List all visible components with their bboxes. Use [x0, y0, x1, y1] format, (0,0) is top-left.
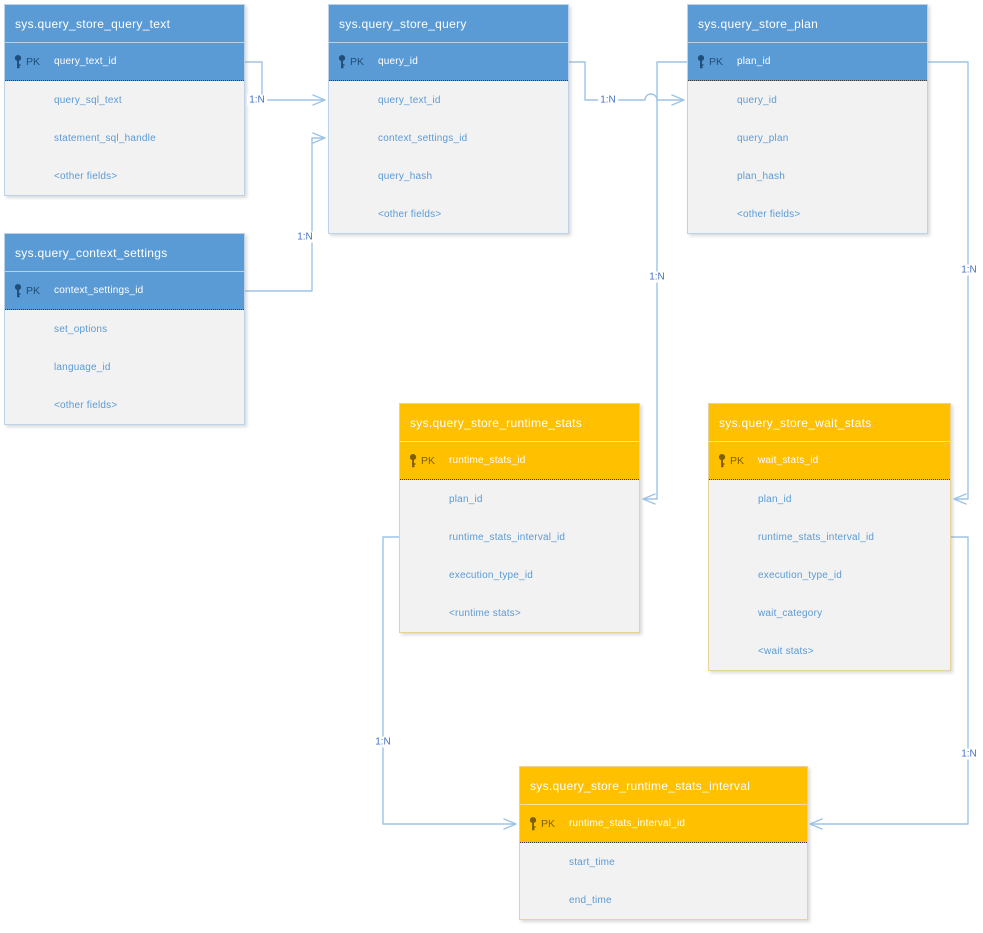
field-row: <runtime stats> — [449, 607, 521, 619]
primary-key-row: PK runtime_stats_interval_id — [520, 805, 807, 843]
cardinality-label: 1:N — [598, 94, 618, 106]
field-row: execution_type_id — [758, 569, 843, 581]
cardinality-label: 1:N — [959, 264, 979, 276]
table-title: sys.query_store_wait_stats — [709, 404, 950, 442]
cardinality-label: 1:N — [647, 271, 667, 283]
field-row: set_options — [54, 323, 108, 335]
table-fields: plan_id runtime_stats_interval_id execut… — [709, 480, 950, 670]
field-row: context_settings_id — [378, 132, 468, 144]
entity-query-store-plan: sys.query_store_plan PK plan_id query_id… — [687, 4, 928, 234]
pk-field-name: runtime_stats_id — [449, 455, 526, 466]
pk-tag: PK — [350, 55, 365, 68]
connector-plan-to-waitstats — [927, 61, 969, 505]
cardinality-label: 1:N — [959, 748, 979, 760]
table-title: sys.query_store_runtime_stats — [400, 404, 639, 442]
primary-key-row: PK query_text_id — [5, 43, 244, 81]
table-title: sys.query_context_settings — [5, 234, 244, 272]
key-icon — [13, 284, 24, 298]
table-title: sys.query_store_query_text — [5, 5, 244, 43]
field-row: <other fields> — [378, 208, 442, 220]
table-fields: start_time end_time — [520, 843, 807, 919]
field-row: <wait stats> — [758, 645, 814, 657]
field-row: plan_id — [449, 493, 483, 505]
pk-field-name: context_settings_id — [54, 285, 144, 296]
table-title-text: sys.query_store_runtime_stats_interval — [530, 778, 751, 793]
key-icon — [696, 55, 707, 69]
field-row: query_sql_text — [54, 94, 122, 106]
pk-field-name: query_text_id — [54, 56, 117, 67]
entity-query-store-runtime-stats-interval: sys.query_store_runtime_stats_interval P… — [519, 766, 808, 920]
field-row: <other fields> — [737, 208, 801, 220]
table-title-text: sys.query_store_plan — [698, 16, 819, 31]
primary-key-row: PK wait_stats_id — [709, 442, 950, 480]
key-icon — [13, 55, 24, 69]
field-row: query_text_id — [378, 94, 441, 106]
table-title: sys.query_store_query — [329, 5, 568, 43]
connector-query-to-plan — [568, 61, 685, 106]
field-row: <other fields> — [54, 170, 118, 182]
field-row: language_id — [54, 361, 111, 373]
field-row: start_time — [569, 856, 615, 868]
field-row: plan_id — [758, 493, 792, 505]
entity-query-store-query-text: sys.query_store_query_text PK query_text… — [4, 4, 245, 196]
field-row: statement_sql_handle — [54, 132, 156, 144]
pk-field-name: query_id — [378, 56, 418, 67]
field-row: query_plan — [737, 132, 789, 144]
field-row: query_id — [737, 94, 777, 106]
table-title: sys.query_store_plan — [688, 5, 927, 43]
field-row: end_time — [569, 894, 612, 906]
field-row: <other fields> — [54, 399, 118, 411]
table-fields: query_sql_text statement_sql_handle <oth… — [5, 81, 244, 195]
pk-tag: PK — [709, 55, 724, 68]
primary-key-row: PK runtime_stats_id — [400, 442, 639, 480]
field-row: wait_category — [758, 607, 823, 619]
field-row: query_hash — [378, 170, 433, 182]
table-title: sys.query_store_runtime_stats_interval — [520, 767, 807, 805]
connector-contextsettings-to-query — [244, 132, 326, 292]
cardinality-label: 1:N — [247, 94, 267, 106]
table-title-text: sys.query_store_wait_stats — [719, 415, 872, 430]
key-icon — [528, 817, 539, 831]
table-fields: set_options language_id <other fields> — [5, 310, 244, 424]
table-fields: query_id query_plan plan_hash <other fie… — [688, 81, 927, 233]
field-row: execution_type_id — [449, 569, 534, 581]
entity-query-store-runtime-stats: sys.query_store_runtime_stats PK runtime… — [399, 403, 640, 633]
key-icon — [717, 454, 728, 468]
primary-key-row: PK query_id — [329, 43, 568, 81]
table-title-text: sys.query_store_runtime_stats — [410, 415, 583, 430]
pk-field-name: wait_stats_id — [758, 455, 819, 466]
cardinality-label: 1:N — [373, 736, 393, 748]
table-title-text: sys.query_store_query — [339, 16, 467, 31]
pk-tag: PK — [730, 454, 745, 467]
field-row: runtime_stats_interval_id — [449, 531, 566, 543]
pk-tag: PK — [421, 454, 436, 467]
cardinality-label: 1:N — [295, 231, 315, 243]
entity-query-store-query: sys.query_store_query PK query_id query_… — [328, 4, 569, 234]
pk-field-name: runtime_stats_interval_id — [569, 818, 686, 829]
pk-tag: PK — [26, 55, 41, 68]
table-fields: query_text_id context_settings_id query_… — [329, 81, 568, 233]
table-fields: plan_id runtime_stats_interval_id execut… — [400, 480, 639, 632]
pk-field-name: plan_id — [737, 56, 771, 67]
table-title-text: sys.query_store_query_text — [15, 16, 171, 31]
connector-plan-to-runtimestats — [642, 61, 688, 505]
field-row: plan_hash — [737, 170, 785, 182]
primary-key-row: PK plan_id — [688, 43, 927, 81]
connector-runtimestats-to-interval — [382, 536, 517, 830]
key-icon — [337, 55, 348, 69]
connector-waitstats-to-interval — [809, 536, 969, 830]
key-icon — [408, 454, 419, 468]
entity-query-store-wait-stats: sys.query_store_wait_stats PK wait_stats… — [708, 403, 951, 671]
field-row: runtime_stats_interval_id — [758, 531, 875, 543]
entity-query-context-settings: sys.query_context_settings PK context_se… — [4, 233, 245, 425]
connector-querytext-to-query — [244, 61, 326, 106]
pk-tag: PK — [26, 284, 41, 297]
primary-key-row: PK context_settings_id — [5, 272, 244, 310]
pk-tag: PK — [541, 817, 556, 830]
table-title-text: sys.query_context_settings — [15, 245, 168, 260]
